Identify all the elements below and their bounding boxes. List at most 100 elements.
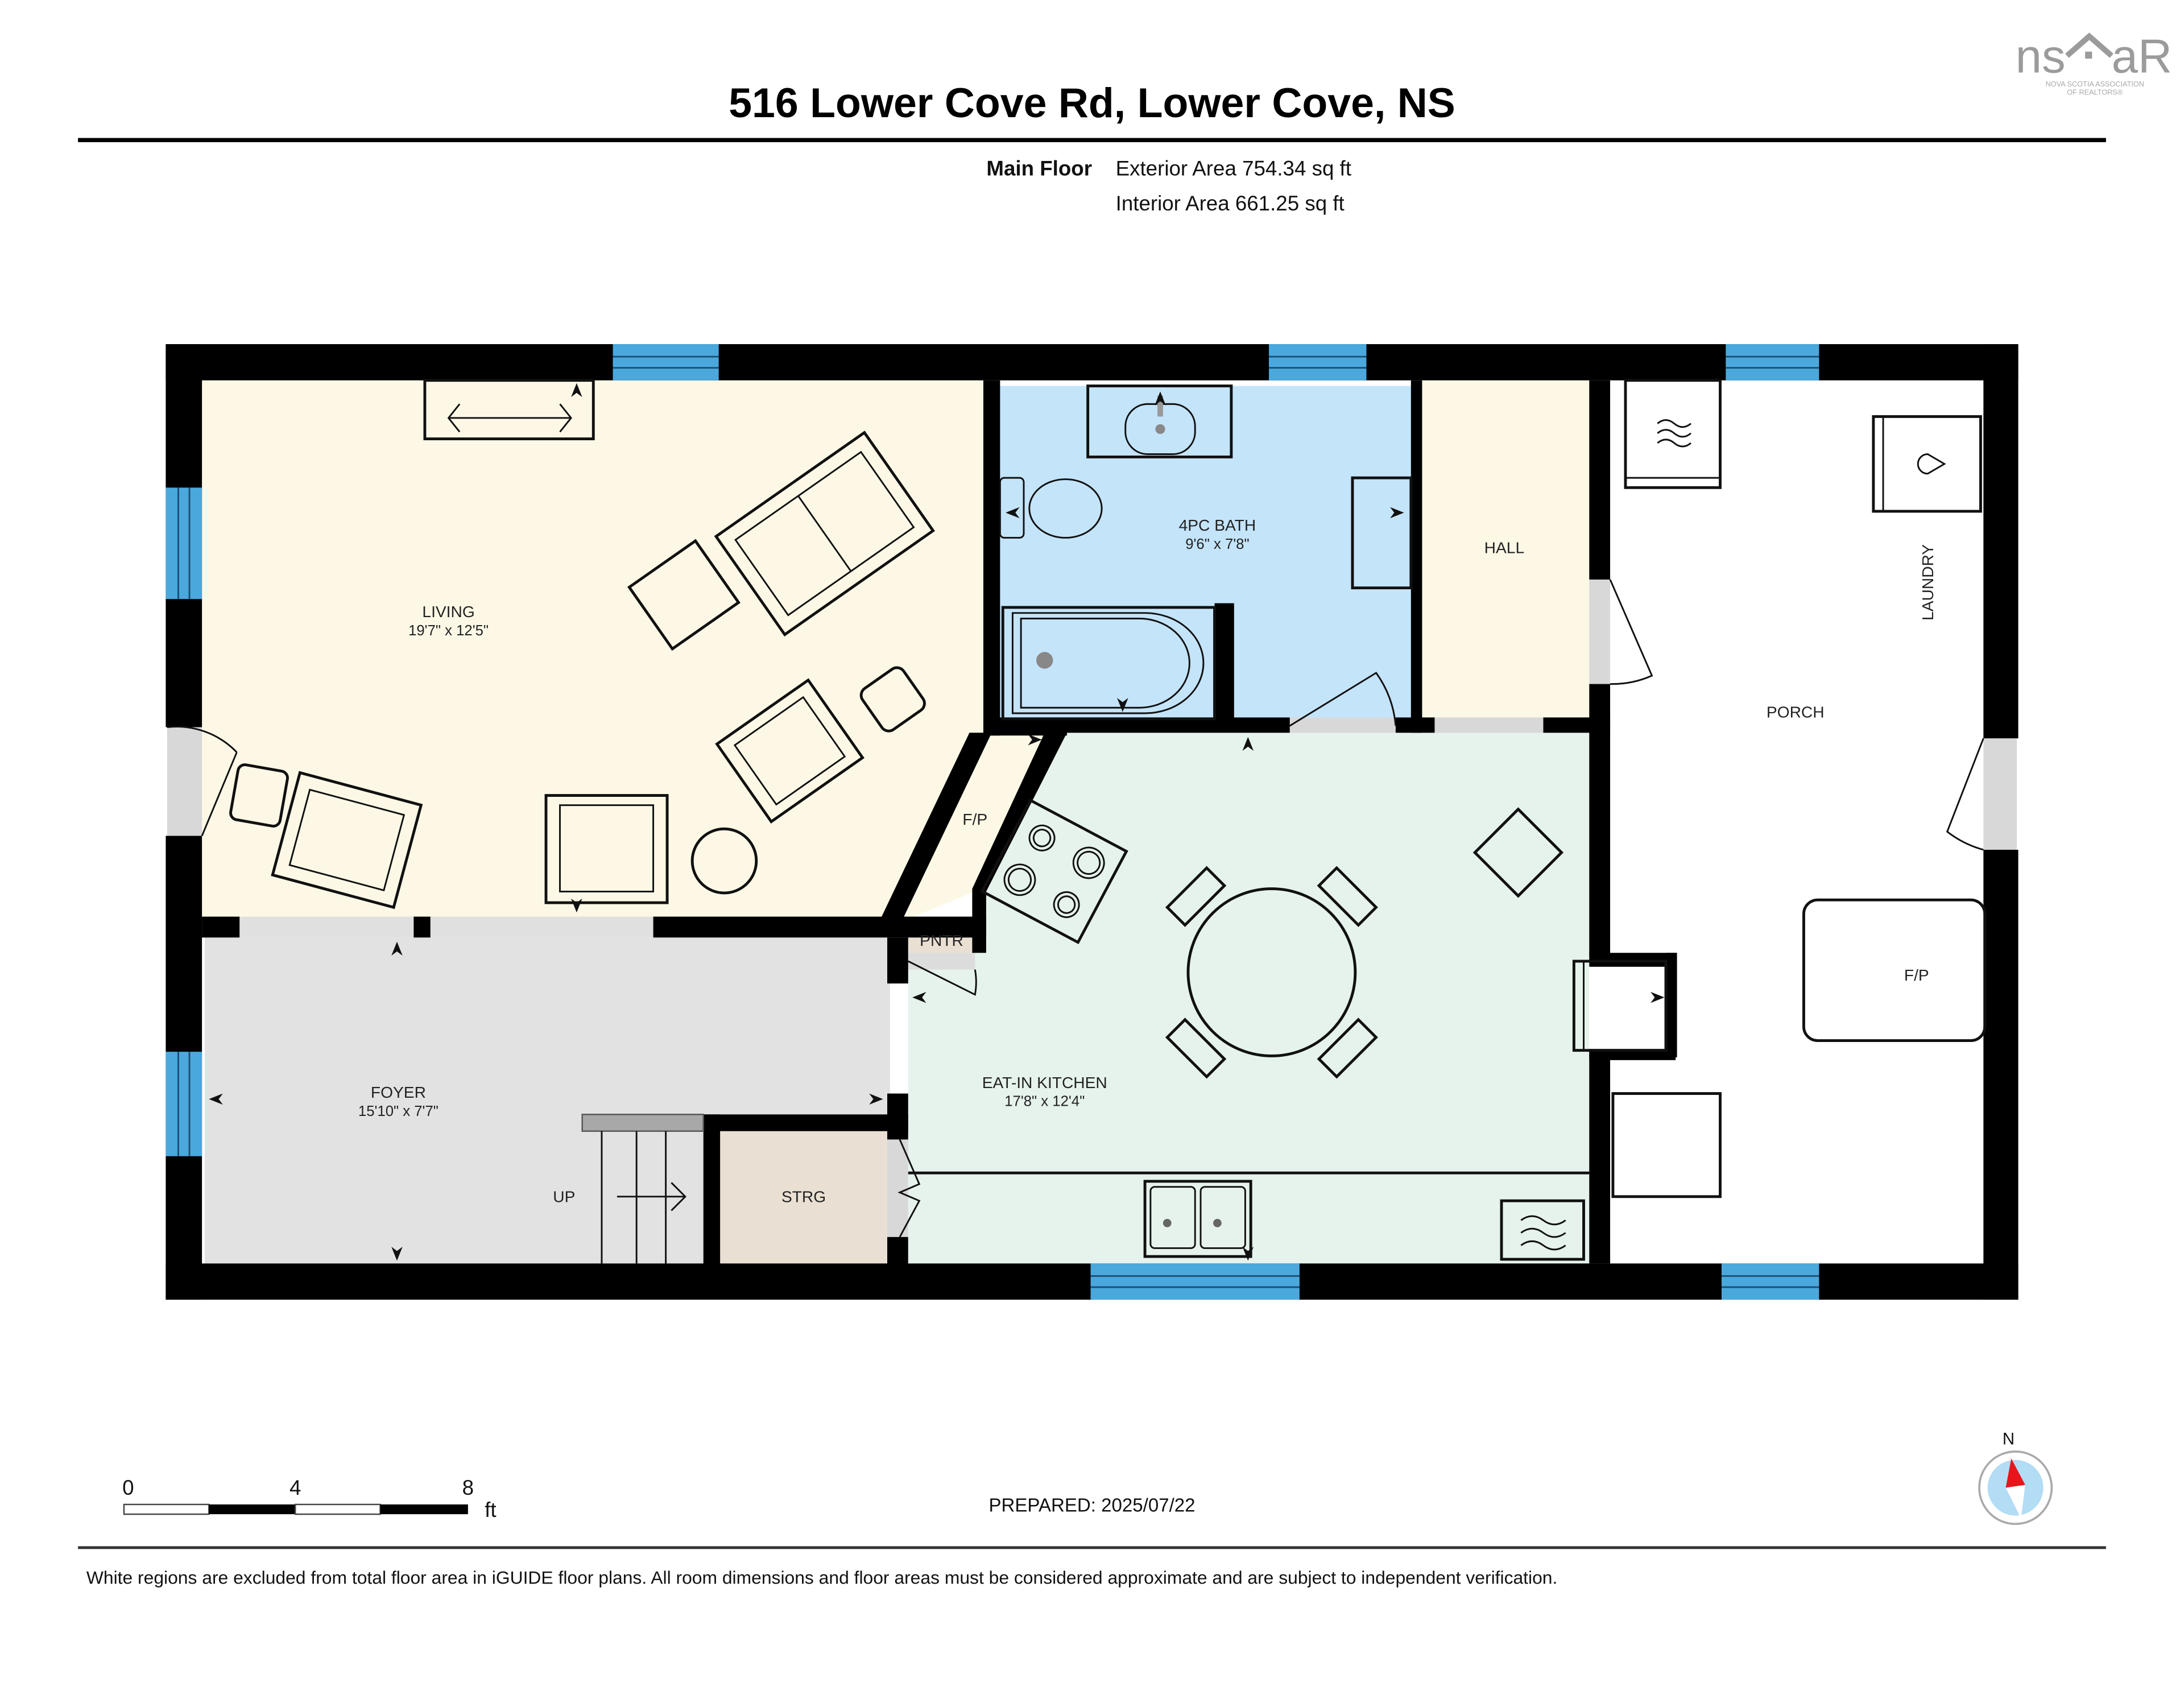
interior-area: Interior Area 661.25 sq ft: [1116, 192, 1345, 215]
porch-fixtures: [1611, 379, 1987, 1198]
room-dims-foyer: 15'10" x 7'7": [358, 1103, 439, 1119]
marker-arrow-icon: [1028, 734, 1042, 746]
wall-north: [166, 344, 2018, 381]
compass-needle-south: [2005, 1485, 2025, 1519]
dishwasher-waves-icon: [1520, 1215, 1566, 1251]
logo-roof-icon: [2065, 32, 2113, 58]
wall-foyer-kitchen-a: [887, 937, 908, 984]
room-storage: [720, 1131, 887, 1264]
compass-icon: N: [1978, 1430, 2053, 1525]
disclaimer: White regions are excluded from total fl…: [86, 1568, 1558, 1588]
stairs: [581, 1114, 704, 1264]
side-table-icon: [229, 763, 289, 828]
window-west-foyer: [166, 1052, 202, 1156]
wall-bath-hall: [1410, 380, 1422, 733]
room-label-storage: STRG: [781, 1188, 826, 1206]
tub-drain-icon: [1036, 652, 1053, 669]
marker-arrow-icon: [391, 941, 403, 956]
window-south-porch: [1721, 1263, 1819, 1300]
linen-cabinet-icon: [1351, 476, 1413, 590]
scale-unit: ft: [485, 1498, 496, 1521]
view-markers: [209, 383, 1665, 1261]
room-hall: [1420, 379, 1590, 719]
marker-arrow-icon: [571, 898, 582, 913]
dining-chairs-icon: [1165, 866, 1378, 1079]
wall-storage-north: [703, 1114, 908, 1131]
scale-bar: 0 4 8 ft: [122, 1476, 497, 1521]
threshold-living-foyer-2: [430, 916, 653, 938]
compass-needle-north: [2005, 1458, 2025, 1488]
wall-tub: [1214, 603, 1234, 722]
room-label-bath: 4PC BATH: [1179, 516, 1256, 534]
scale-label-0: 0: [122, 1476, 134, 1499]
room-dims-bath: 9'6" x 7'8": [1185, 536, 1249, 552]
toilet-bowl-icon: [1028, 478, 1103, 539]
scale-segment: [294, 1503, 381, 1515]
double-sink-icon: [1143, 1180, 1252, 1258]
stair-railing: [581, 1114, 704, 1132]
room-dims-living: 19'7" x 12'5": [408, 623, 489, 639]
tub-inner-icon: [1020, 618, 1190, 709]
floor-name: Main Floor: [986, 157, 1092, 180]
round-table-icon: [690, 827, 758, 895]
room-label-pantry: PNTR: [920, 932, 963, 949]
wall-hall-south: [1543, 717, 1611, 733]
sofa-icon: [714, 431, 936, 637]
page-title: 516 Lower Cove Rd, Lower Cove, NS: [729, 79, 1455, 126]
dining-table-icon: [1186, 887, 1357, 1057]
tv-console-icon: [423, 379, 595, 441]
door-hall-porch: [1609, 579, 1653, 685]
room-dims-kitchen: 17'8" x 12'4": [1004, 1094, 1085, 1110]
vanity-icon: [1086, 384, 1233, 458]
room-label-laundry: LAUNDRY: [1919, 544, 1937, 621]
threshold-east-door: [1983, 738, 2017, 850]
logo-tagline: OF REALTORS®: [2067, 88, 2123, 97]
windows: [166, 344, 1819, 1300]
door-pantry: [908, 960, 977, 996]
washer-icon: [1872, 415, 1982, 513]
scale-segment: [209, 1504, 296, 1515]
wall-storage-west: [703, 1114, 721, 1265]
threshold-bath: [1289, 717, 1396, 733]
faucet-icon: [1157, 395, 1163, 417]
stairs-up-label: UP: [553, 1188, 575, 1206]
doors: [167, 579, 1984, 1238]
stair-up-arrow-icon: [617, 1182, 686, 1212]
wall-living-bath: [983, 380, 1000, 736]
drain-icon: [1155, 424, 1165, 434]
nsar-logo: ns aR NOVA SCOTIA ASSOCIATION OF REALTOR…: [2016, 30, 2172, 96]
living-furniture: [229, 379, 936, 909]
tv-icon: [447, 403, 572, 433]
sink-drain-right: [1213, 1219, 1222, 1227]
window-south-kitchen: [1090, 1263, 1300, 1300]
logo-tagline: NOVA SCOTIA ASSOCIATION: [2046, 80, 2144, 88]
room-label-living: LIVING: [422, 603, 474, 621]
wall-living-foyer-a: [202, 916, 240, 938]
exterior-area: Exterior Area 754.34 sq ft: [1116, 157, 1351, 180]
marker-arrow-icon: [912, 991, 926, 1003]
room-label-kitchen: EAT-IN KITCHEN: [982, 1074, 1107, 1091]
window-north-living: [613, 344, 719, 381]
room-fp-closet: [891, 735, 1045, 917]
fridge-icon: [1572, 960, 1668, 1052]
marker-arrow-icon: [1651, 991, 1665, 1003]
marker-arrow-icon: [571, 383, 582, 398]
coffee-table-icon: [627, 539, 741, 651]
footer-divider: [78, 1546, 2106, 1549]
porch-fp-cabinet: [1802, 898, 1987, 1042]
wall-foyer-kitchen-c: [887, 1237, 908, 1265]
scale-segment: [380, 1504, 468, 1515]
porch-cabinet-icon: [1611, 1092, 1722, 1198]
room-labels: LIVING 19'7" x 12'5" 4PC BATH 9'6" x 7'8…: [358, 516, 1937, 1205]
marker-arrow-icon: [869, 1093, 883, 1105]
scale-label-8: 8: [462, 1476, 474, 1499]
marker-arrow-icon: [1006, 507, 1020, 519]
wall-niche-side: [1665, 953, 1677, 1057]
door-storage-bifold: [897, 1139, 921, 1238]
wall-diag-west: [880, 733, 992, 920]
window-north-bath: [1269, 344, 1367, 381]
bath-fixtures: [999, 384, 1413, 721]
wall-kitchen-porch-lower: [1589, 1052, 1611, 1264]
wall-living-foyer-b: [413, 916, 431, 938]
